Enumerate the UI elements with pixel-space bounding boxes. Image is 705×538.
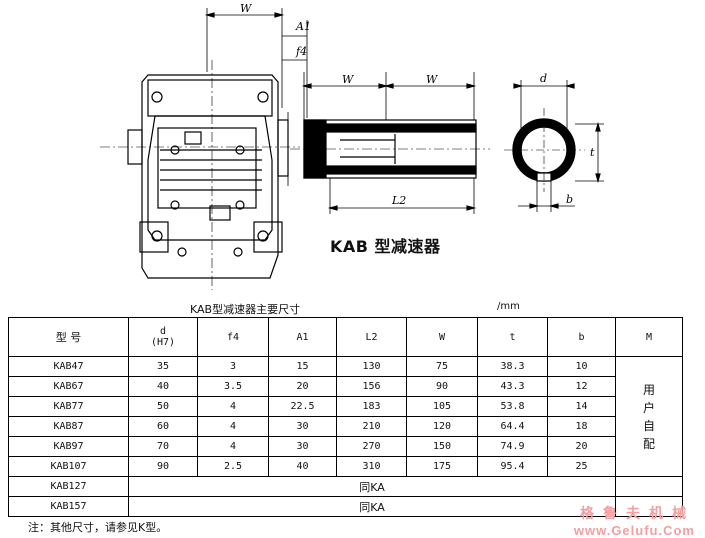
table-row: KAB127 同KA: [8, 476, 683, 497]
cell-a1: 15: [268, 356, 337, 377]
table-row: KAB77 50 4 22.5 183 105 53.8 14: [8, 396, 683, 417]
spec-table: 型 号 d (H7) f4 A1 L2 W t b M KAB47 35 3 1…: [8, 317, 683, 517]
watermark-url: www.Gelufu.Com: [573, 523, 695, 538]
cell-b: 18: [547, 416, 616, 437]
cell-same-as: 同KA: [128, 476, 616, 497]
cell-f4: 4: [197, 436, 269, 457]
cell-model: KAB97: [8, 436, 129, 457]
cell-f4: 4: [197, 396, 269, 417]
bore-end-view: [504, 80, 604, 212]
cell-w: 120: [406, 416, 478, 437]
cell-a1: 30: [268, 436, 337, 457]
header-d-sub: (H7): [150, 337, 176, 348]
cell-b: 12: [547, 376, 616, 397]
header-d-label: d: [159, 326, 167, 337]
dim-labels-shaft: W W L2: [342, 73, 439, 207]
cell-b: 14: [547, 396, 616, 417]
figure-caption: KAB 型减速器: [330, 237, 441, 256]
table-row: KAB47 35 3 15 130 75 38.3 10 用 户 自 配: [8, 356, 683, 477]
cell-model: KAB47: [8, 356, 129, 377]
cell-b: 20: [547, 436, 616, 457]
cell-t: 74.9: [477, 436, 548, 457]
cell-model: KAB67: [8, 376, 129, 397]
header-a1: A1: [268, 317, 337, 357]
header-l2: L2: [336, 317, 407, 357]
cell-f4: 4: [197, 416, 269, 437]
cell-d: 40: [128, 376, 198, 397]
cell-m-empty: [615, 476, 683, 497]
dim-a1-label: A1: [295, 20, 311, 33]
cell-model: KAB77: [8, 396, 129, 417]
cell-d: 90: [128, 456, 198, 477]
header-m: M: [615, 317, 683, 357]
cell-l2: 183: [336, 396, 407, 417]
table-row: KAB67 40 3.5 20 156 90 43.3 12: [8, 376, 683, 397]
dim-w-right-label: W: [426, 73, 439, 86]
cell-a1: 22.5: [268, 396, 337, 417]
cell-w: 90: [406, 376, 478, 397]
hollow-shaft-section: [290, 72, 490, 214]
cell-model: KAB87: [8, 416, 129, 437]
table-title: KAB型减速器主要尺寸: [190, 303, 301, 316]
cell-w: 75: [406, 356, 478, 377]
dim-t-label: t: [590, 146, 595, 159]
cell-m-user-supplied: 用 户 自 配: [615, 356, 683, 477]
table-row: KAB87 60 4 30 210 120 64.4 18: [8, 416, 683, 437]
table-row: KAB97 70 4 30 270 150 74.9 20: [8, 436, 683, 457]
dim-f4-label: f4: [295, 45, 307, 58]
table-row: KAB157 同KA: [8, 496, 683, 517]
gearbox-body: [100, 8, 308, 290]
dim-b-label: b: [566, 193, 573, 206]
cell-a1: 20: [268, 376, 337, 397]
cell-t: 43.3: [477, 376, 548, 397]
cell-m-empty: [615, 496, 683, 517]
cell-d: 60: [128, 416, 198, 437]
header-w: W: [406, 317, 478, 357]
cell-a1: 30: [268, 416, 337, 437]
header-model: 型 号: [8, 317, 129, 357]
dim-d-label: d: [540, 72, 547, 85]
cell-model: KAB127: [8, 476, 129, 497]
cell-d: 50: [128, 396, 198, 417]
cell-b: 25: [547, 456, 616, 477]
dim-labels-bore: d t b: [540, 72, 595, 206]
table-unit: /mm: [497, 301, 520, 312]
cell-w: 150: [406, 436, 478, 457]
header-d: d (H7): [128, 317, 198, 357]
cell-l2: 130: [336, 356, 407, 377]
cell-model: KAB157: [8, 496, 129, 517]
cell-b: 10: [547, 356, 616, 377]
cell-t: 95.4: [477, 456, 548, 477]
watermark-cn: 格鲁夫机械: [580, 506, 695, 522]
cell-w: 105: [406, 396, 478, 417]
watermark: 格鲁夫机械 www.Gelufu.Com: [574, 503, 695, 538]
cell-t: 38.3: [477, 356, 548, 377]
header-t: t: [477, 317, 548, 357]
cell-l2: 156: [336, 376, 407, 397]
cell-model: KAB107: [8, 456, 129, 477]
dim-labels-top: W A1 f4: [240, 2, 311, 58]
cell-f4: 2.5: [197, 456, 269, 477]
header-b: b: [547, 317, 616, 357]
cell-l2: 210: [336, 416, 407, 437]
footnote: 注：其他尺寸，请参见K型。: [28, 521, 168, 534]
cell-d: 35: [128, 356, 198, 377]
cell-l2: 270: [336, 436, 407, 457]
cell-t: 53.8: [477, 396, 548, 417]
technical-drawing: W A1 f4: [100, 2, 604, 290]
cell-l2: 310: [336, 456, 407, 477]
cell-t: 64.4: [477, 416, 548, 437]
dim-w-top-label: W: [240, 2, 253, 15]
cell-same-as: 同KA: [128, 496, 616, 517]
cell-w: 175: [406, 456, 478, 477]
cell-d: 70: [128, 436, 198, 457]
header-f4: f4: [197, 317, 269, 357]
cell-f4: 3: [197, 356, 269, 377]
cell-f4: 3.5: [197, 376, 269, 397]
cell-a1: 40: [268, 456, 337, 477]
dim-w-left-label: W: [342, 73, 355, 86]
dim-l2-label: L2: [391, 194, 406, 207]
table-header-row: 型 号 d (H7) f4 A1 L2 W t b M: [8, 317, 683, 357]
table-row: KAB107 90 2.5 40 310 175 95.4 25: [8, 456, 683, 477]
